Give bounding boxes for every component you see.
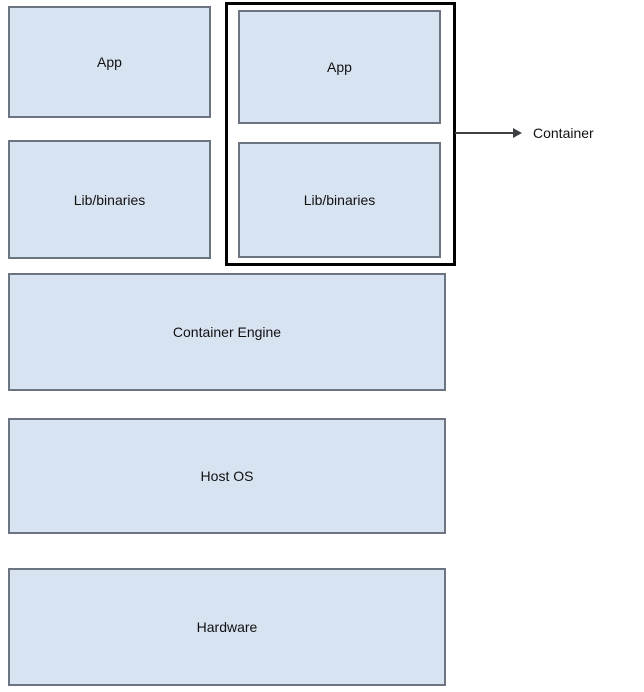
lib-binaries-box-container: Lib/binaries (238, 142, 441, 258)
arrowhead-right-icon (513, 128, 522, 138)
container-callout-arrow-line (455, 132, 513, 134)
app-box-host: App (8, 6, 211, 118)
hardware-layer: Hardware (8, 568, 446, 686)
host-os-layer: Host OS (8, 418, 446, 534)
lib-binaries-box-host: Lib/binaries (8, 140, 211, 259)
app-box-container: App (238, 10, 441, 124)
container-callout-label: Container (533, 125, 594, 141)
container-engine-layer: Container Engine (8, 273, 446, 391)
